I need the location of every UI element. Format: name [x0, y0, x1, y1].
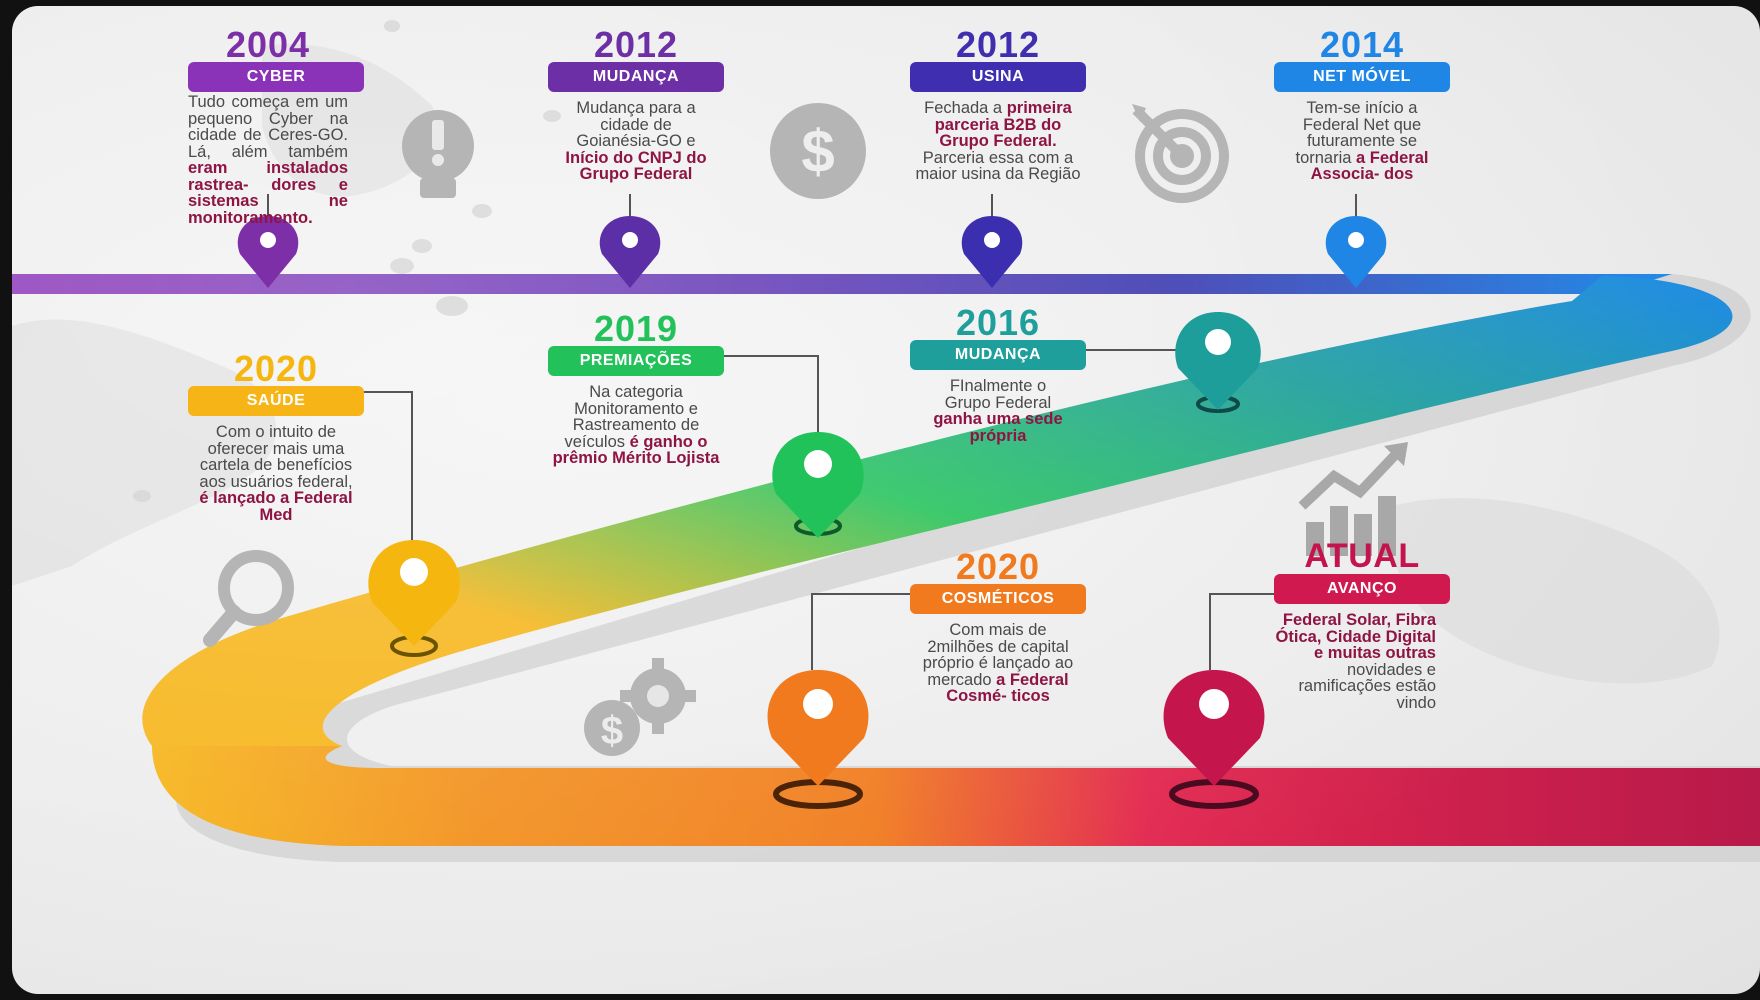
target-icon: [1132, 104, 1229, 203]
svg-text:$: $: [801, 118, 834, 185]
milestone-description: Tem-se início a Federal Net que futurame…: [1274, 100, 1450, 183]
milestone-highlight: eram instalados rastrea- dores e sistema…: [188, 159, 348, 227]
pin-2016-icon: [1175, 312, 1261, 413]
milestone-card: 2020 COSMÉTICOS Com mais de 2milhões de …: [910, 546, 1086, 705]
milestone-year: ATUAL: [1304, 537, 1420, 575]
pin-2014-icon: [1325, 216, 1387, 288]
milestone-description: Mudança para a cidade de Goianésia-GO e …: [548, 100, 724, 183]
milestone-text: Com mais de 2milhões de capital próprio …: [922, 621, 1074, 689]
growth-chart-icon: [1298, 442, 1408, 556]
timeline-road: [12, 6, 1760, 994]
milestone-card: 2016 MUDANÇA FInalmente o Grupo Federal …: [910, 302, 1086, 444]
milestone-year: 2004: [225, 24, 311, 65]
milestone-badge: USINA: [910, 62, 1086, 92]
magnifier-icon: [203, 550, 294, 647]
milestone-text: Parceria essa com a maior usina da Regiã…: [915, 148, 1081, 183]
map-pins: $ $: [203, 103, 1408, 809]
milestone-highlight: a Federal Cosmé- ticos: [946, 670, 1069, 705]
milestone-year: 2020: [955, 546, 1041, 587]
milestone-card: 2012 USINA Fechada a primeira parceria B…: [910, 24, 1086, 183]
milestone-highlight: Federal Solar, Fibra Ótica, Cidade Digit…: [1275, 611, 1436, 662]
pin-2020-saude-icon: [368, 540, 460, 657]
milestone-year: 2012: [955, 24, 1041, 65]
milestone-highlight: a Federal Associa- dos: [1310, 148, 1429, 183]
milestone-card: 2012 MUDANÇA Mudança para a cidade de Go…: [548, 24, 724, 183]
milestone-card: ATUAL AVANÇO Federal Solar, Fibra Ótica,…: [1274, 538, 1450, 711]
milestone-badge: CYBER: [188, 62, 364, 92]
milestone-text: Na categoria Monitoramento e Rastreament…: [564, 383, 700, 451]
milestone-text: Tem-se início a Federal Net que futurame…: [1295, 99, 1422, 167]
milestone-badge: COSMÉTICOS: [910, 584, 1086, 614]
milestone-description: Fechada a primeira parceria B2B do Grupo…: [910, 100, 1086, 183]
milestone-description: Tudo começa em um pequeno Cyber na cidad…: [188, 94, 348, 226]
milestone-year: 2014: [1319, 24, 1405, 65]
milestone-text: novidades e ramificações estão vindo: [1298, 660, 1436, 712]
milestone-card: 2004 CYBER Tudo começa em um pequeno Cyb…: [188, 24, 364, 226]
pin-atual-icon: [1163, 670, 1265, 809]
milestone-year: 2012: [593, 24, 679, 65]
milestone-text: FInalmente o Grupo Federal: [944, 377, 1052, 412]
dollar-icon: $: [770, 103, 866, 199]
money-gear-icon: $: [584, 658, 696, 756]
milestone-badge: PREMIAÇÕES: [548, 346, 724, 376]
milestone-badge: SAÚDE: [188, 386, 364, 416]
svg-text:$: $: [601, 709, 623, 753]
milestone-card: 2020 SAÚDE Com o intuito de oferecer mai…: [188, 348, 364, 523]
milestone-text-pre: Fechada a: [924, 99, 1003, 117]
milestone-description: Na categoria Monitoramento e Rastreament…: [548, 384, 724, 467]
milestone-year: 2019: [593, 308, 679, 349]
milestone-text: Com o intuito de oferecer mais uma carte…: [199, 423, 353, 491]
pin-2012-mudanca-icon: [599, 216, 661, 288]
lightbulb-icon: [402, 110, 474, 198]
pin-2019-icon: [772, 432, 864, 538]
milestone-description: Com mais de 2milhões de capital próprio …: [910, 622, 1086, 705]
pin-2012-usina-icon: [961, 216, 1023, 288]
milestone-description: Federal Solar, Fibra Ótica, Cidade Digit…: [1274, 612, 1450, 711]
pin-2004-icon: [237, 216, 299, 288]
milestone-highlight: Início do CNPJ do Grupo Federal: [565, 148, 707, 183]
milestone-year: 2016: [955, 302, 1041, 343]
milestone-highlight: é lançado a Federal Med: [199, 489, 353, 524]
milestone-text: Tudo começa em um pequeno Cyber na cidad…: [188, 93, 348, 161]
infographic-canvas: $ $ 2004 CYBER Tudo começa em um pequeno…: [12, 6, 1760, 994]
milestone-badge: MUDANÇA: [910, 340, 1086, 370]
pin-2020-cosmeticos-icon: [767, 670, 869, 809]
milestone-highlight: primeira parceria B2B do Grupo Federal.: [934, 99, 1072, 150]
milestone-year: 2020: [233, 348, 319, 389]
milestone-badge: MUDANÇA: [548, 62, 724, 92]
milestone-description: Com o intuito de oferecer mais uma carte…: [188, 424, 364, 523]
milestone-badge: NET MÓVEL: [1274, 62, 1450, 92]
milestone-highlight: ganha uma sede própria: [933, 410, 1063, 445]
milestone-description: FInalmente o Grupo Federal ganha uma sed…: [910, 378, 1086, 444]
milestone-badge: AVANÇO: [1274, 574, 1450, 604]
milestone-card: 2014 NET MÓVEL Tem-se início a Federal N…: [1274, 24, 1450, 183]
milestone-card: 2019 PREMIAÇÕES Na categoria Monitoramen…: [548, 308, 724, 467]
milestone-text: Mudança para a cidade de Goianésia-GO e: [576, 99, 696, 150]
milestone-highlight: é ganho o prêmio Mérito Lojista: [552, 432, 720, 467]
